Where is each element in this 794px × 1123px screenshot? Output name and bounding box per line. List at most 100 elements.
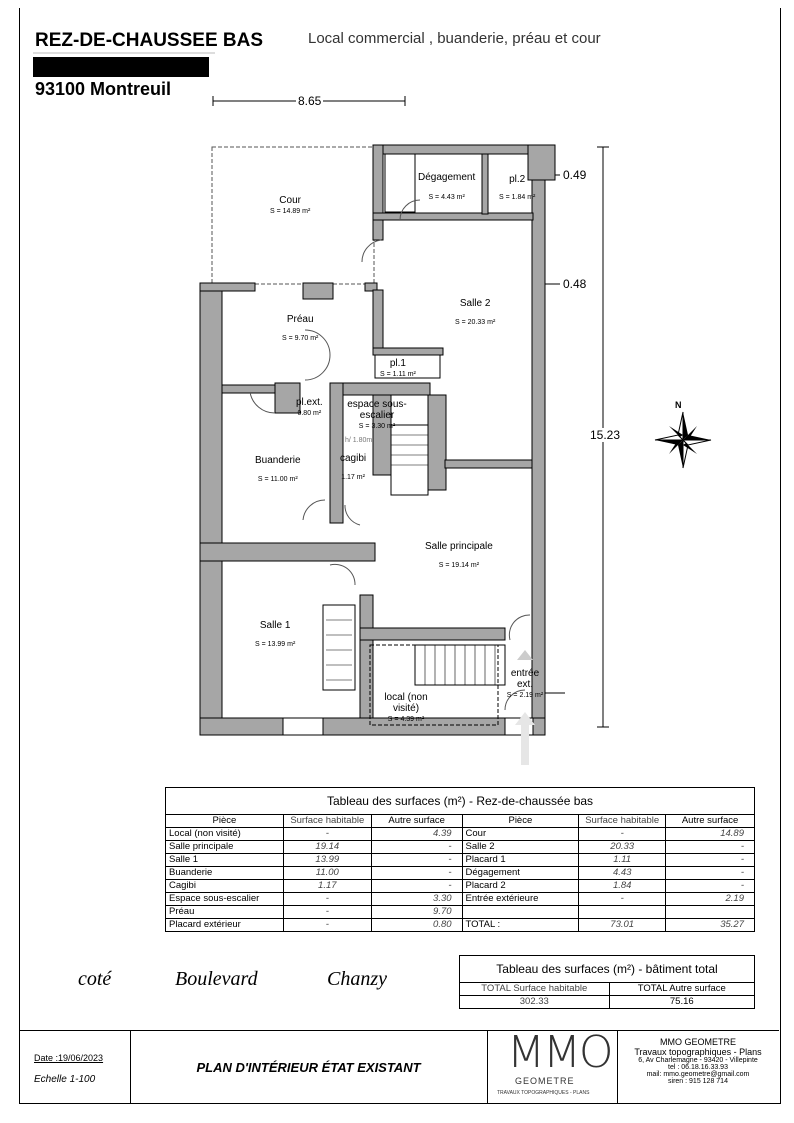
title-block: Date :19/06/2023 Echelle 1-100 PLAN D'IN… (19, 1030, 779, 1104)
logo-tagline: TRAVAUX TOPOGRAPHIQUES - PLANS (497, 1090, 590, 1096)
entrance-arrow-icon (517, 650, 533, 660)
table-cell: Salle principale (165, 840, 284, 854)
table-cell: Espace sous-escalier (165, 892, 284, 906)
logo-geometre: GEOMETRE (515, 1076, 575, 1086)
company-name: MMO GEOMETRE (660, 1037, 736, 1047)
room-entree-ext: entrée ext.S = 2.19 m² (506, 668, 544, 699)
table-cell: - (665, 840, 755, 854)
doors (249, 199, 531, 711)
dimension-height: 15.23 (588, 428, 623, 442)
table-cell (578, 905, 667, 919)
table-cell: TOTAL : (461, 918, 580, 932)
north-compass-icon (654, 411, 712, 469)
height-note: h/ 1.80m (345, 437, 373, 444)
table-cell: 4.43 (578, 866, 667, 880)
room-placard-ext: pl.ext.0.80 m² (296, 397, 323, 417)
page-frame (19, 8, 781, 1104)
table-cell: 0.80 (370, 918, 463, 932)
total-autre: 75.16 (608, 995, 756, 1009)
plan-date: Date :19/06/2023 (34, 1053, 104, 1063)
total-habitable: 302.33 (459, 995, 610, 1009)
table-cell: Placard 1 (461, 853, 580, 867)
table-row: Préau-9.70 (165, 905, 755, 919)
dimension-right-2: 0.48 (561, 277, 589, 291)
table-cell: 20.33 (578, 840, 667, 854)
table-cell: Entrée extérieure (461, 892, 580, 906)
title-underline (33, 52, 215, 54)
street-word-1: coté (78, 968, 112, 990)
plan-title-cell: PLAN D'INTÉRIEUR ÉTAT EXISTANT (130, 1031, 488, 1104)
table-cell: - (370, 879, 463, 893)
redacted-address (33, 57, 209, 77)
company-tag: Travaux topographiques - Plans (634, 1047, 762, 1057)
table-cell: 73.01 (578, 918, 667, 932)
street-word-2: Boulevard (175, 968, 258, 990)
total-table: Tableau des surfaces (m²) - bâtiment tot… (459, 955, 756, 1009)
total-table-title: Tableau des surfaces (m²) - bâtiment tot… (459, 955, 755, 983)
compass-north-label: N (675, 400, 682, 410)
date-scale-cell: Date :19/06/2023 Echelle 1-100 (19, 1031, 131, 1104)
table-cell: - (578, 892, 667, 906)
table-cell (461, 905, 580, 919)
plan-scale: Echelle 1-100 (34, 1074, 96, 1085)
table-cell: - (370, 853, 463, 867)
plan-title: PLAN D'INTÉRIEUR ÉTAT EXISTANT (196, 1060, 421, 1075)
table-cell: 1.17 (282, 879, 372, 893)
surface-table-title: Tableau des surfaces (m²) - Rez-de-chaus… (165, 787, 755, 815)
logo-cell: MMO GEOMETRE TRAVAUX TOPOGRAPHIQUES - PL… (487, 1031, 618, 1104)
table-cell: 14.89 (665, 827, 755, 841)
table-cell: Buanderie (165, 866, 284, 880)
table-cell: Salle 2 (461, 840, 580, 854)
city: 93100 Montreuil (35, 79, 172, 99)
floor-plan (199, 96, 712, 765)
level-subtitle: Local commercial , buanderie, préau et c… (308, 30, 601, 47)
company-mail[interactable]: mail: mmo.geometre@gmail.com (646, 1071, 750, 1078)
table-cell: - (370, 866, 463, 880)
stair-treads (326, 434, 496, 685)
table-cell: Cour (461, 827, 580, 841)
company-cell: MMO GEOMETRE Travaux topographiques - Pl… (617, 1031, 779, 1104)
room-local: local (non visité)S = 4.39 m² (384, 692, 428, 723)
table-cell: 1.84 (578, 879, 667, 893)
stairs (322, 153, 506, 691)
logo-mmo: MMO (507, 1027, 614, 1078)
placard-1-box (374, 354, 441, 379)
table-cell: - (665, 853, 755, 867)
table-cell: - (665, 879, 755, 893)
surface-table: Tableau des surfaces (m²) - Rez-de-chaus… (165, 787, 755, 932)
table-cell: 3.30 (370, 892, 463, 906)
table-cell: 13.99 (282, 853, 372, 867)
table-cell: - (282, 905, 372, 919)
table-cell: 9.70 (370, 905, 463, 919)
entrance-path (521, 720, 529, 765)
table-cell (665, 905, 755, 919)
table-cell: - (665, 866, 755, 880)
table-cell: 4.39 (370, 827, 463, 841)
table-cell: Salle 1 (165, 853, 284, 867)
company-tel: tel : 06.18.16.33.93 (668, 1064, 728, 1071)
table-cell: - (282, 918, 372, 932)
street-word-3: Chanzy (327, 968, 387, 990)
company-address: 6, Av Charlemagne - 93420 - Villepinte (638, 1057, 758, 1064)
company-siren: siren : 915 128 714 (668, 1078, 728, 1085)
table-cell: 1.11 (578, 853, 667, 867)
level-title: REZ-DE-CHAUSSEE BAS (35, 30, 264, 51)
dimension-width: 8.65 (296, 94, 324, 108)
table-cell: - (370, 840, 463, 854)
table-cell: Préau (165, 905, 284, 919)
